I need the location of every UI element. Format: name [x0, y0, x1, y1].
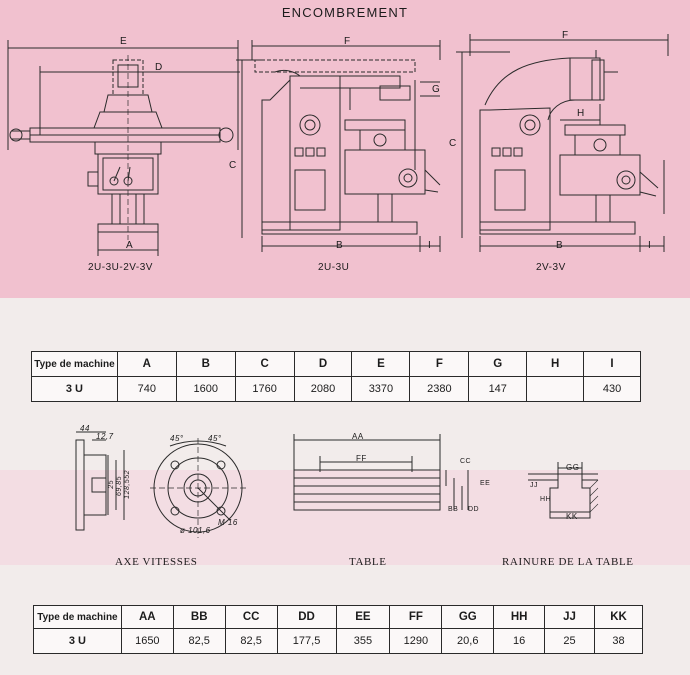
table-caption: TABLE [349, 556, 387, 568]
table-2-cell: 20,6 [441, 628, 495, 654]
dim-i-label: I [428, 240, 432, 251]
axe-dim-45-left: 45° [170, 434, 184, 443]
table-2-cell: 25 [544, 628, 595, 654]
table-dim-ff: FF [356, 454, 367, 463]
table-2-header-row: Type de machine AA BB CC DD EE FF GG HH … [33, 605, 643, 629]
rainure-dim-hh: HH [540, 496, 552, 503]
dim-c-v-label: C [449, 138, 457, 149]
front-view-caption: 2U-3U-2V-3V [88, 262, 153, 273]
table-2-header-cell: BB [172, 605, 226, 629]
table-2-header-cell: EE [335, 605, 391, 629]
axe-dim-m16: M 16 [218, 518, 238, 527]
table-1-cell: 1600 [175, 376, 236, 402]
axe-dim-45-right: 45° [208, 434, 222, 443]
table-2-header-cell: Type de machine [33, 605, 122, 629]
table-1-cell: 3 U [31, 376, 118, 402]
front-view-drawing [7, 40, 240, 256]
table-2-header-cell: DD [276, 605, 337, 629]
table-dim-aa: AA [352, 432, 364, 441]
table-dim-ee: EE [480, 480, 491, 487]
table-2-cell: 82,5 [172, 628, 226, 654]
table-2-header-cell: HH [493, 605, 546, 629]
table-2-cell: 177,5 [276, 628, 337, 654]
side-u-caption: 2U-3U [318, 262, 350, 273]
dim-i-v-label: I [648, 240, 652, 251]
dim-d-label: D [155, 62, 163, 73]
table-dim-dd: DD [468, 506, 480, 513]
table-2-cell: 1650 [120, 628, 174, 654]
rainure-dim-kk: KK [566, 512, 578, 521]
table-2-cell: 38 [594, 628, 643, 654]
table-1-cell: 1760 [234, 376, 295, 402]
table-row: 3 U 740 1600 1760 2080 3370 2380 147 430 [31, 376, 641, 402]
table-1-cell: 2380 [409, 376, 470, 402]
dim-f-label: F [344, 36, 351, 47]
table-1-cell: 430 [583, 376, 641, 402]
side-view-u-drawing [236, 40, 441, 252]
dim-h-label: H [577, 108, 585, 119]
side-v-caption: 2V-3V [536, 262, 566, 273]
rainure-dim-jj: JJ [530, 482, 538, 489]
table-1-header-cell: G [468, 351, 528, 377]
dim-f-v-label: F [562, 30, 569, 41]
axe-dim-12-7: 12,7 [96, 432, 114, 441]
side-view-v-drawing [456, 34, 669, 252]
table-1-cell [526, 376, 585, 402]
axe-vitesses-caption: AXE VITESSES [115, 556, 198, 568]
dimensions-table-2: Type de machine AA BB CC DD EE FF GG HH … [33, 605, 643, 654]
table-2-header-cell: AA [120, 605, 174, 629]
table-2-cell: 1290 [389, 628, 443, 654]
axe-dim-dia-101-6: ø 101,6 [180, 526, 211, 535]
table-2-header-cell: GG [441, 605, 495, 629]
table-2-header-cell: KK [594, 605, 643, 629]
dim-g-label: G [432, 84, 441, 95]
dimensions-table-1: Type de machine A B C D E F G H I 3 U 74… [31, 351, 641, 402]
dim-b-label: B [336, 240, 344, 251]
table-dim-cc: CC [460, 458, 472, 465]
table-2-cell: 3 U [33, 628, 122, 654]
table-2-header-cell: FF [389, 605, 443, 629]
dim-c-label: C [229, 160, 237, 171]
table-1-header-cell: C [234, 351, 295, 377]
table-1-cell: 3370 [351, 376, 411, 402]
axe-dim-44: 44 [80, 424, 90, 433]
dim-b-v-label: B [556, 240, 564, 251]
table-2-cell: 16 [493, 628, 546, 654]
table-2-cell: 82,5 [224, 628, 278, 654]
table-1-header-row: Type de machine A B C D E F G H I [31, 351, 641, 377]
table-2-header-cell: CC [224, 605, 278, 629]
table-1-cell: 2080 [293, 376, 353, 402]
rainure-caption: RAINURE DE LA TABLE [502, 556, 634, 568]
dim-a-label: A [126, 240, 134, 251]
table-2-cell: 355 [335, 628, 391, 654]
table-1-cell: 740 [116, 376, 177, 402]
rainure-dim-gg: GG [566, 463, 580, 472]
table-2-header-cell: JJ [544, 605, 595, 629]
table-1-header-cell: E [351, 351, 411, 377]
dim-e-label: E [120, 36, 128, 47]
table-dim-bb: BB [448, 506, 459, 513]
table-1-cell: 147 [468, 376, 528, 402]
table-1-header-cell: D [293, 351, 353, 377]
table-row: 3 U 1650 82,5 82,5 177,5 355 1290 20,6 1… [33, 628, 643, 654]
table-1-header-cell: Type de machine [31, 351, 118, 377]
page-title: ENCOMBREMENT [281, 5, 409, 20]
